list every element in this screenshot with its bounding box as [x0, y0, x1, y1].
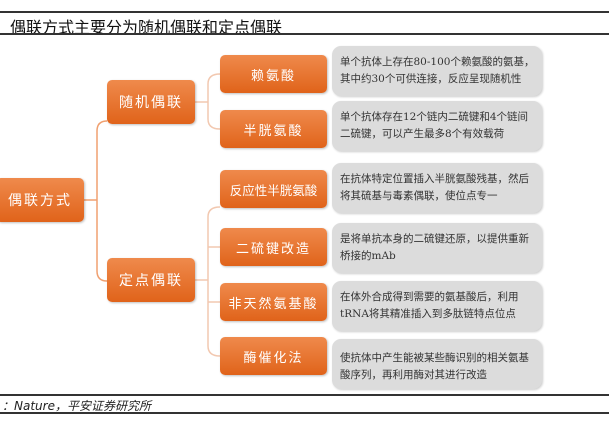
root-node: 偶联方式: [0, 178, 84, 222]
node-enzymatic: 酶催化法: [220, 337, 327, 375]
node-reactive-cysteine: 反应性半胱氨酸: [220, 170, 327, 208]
desc-lysine: 单个抗体上存在80-100个赖氨酸的氨基，其中约30个可供连接，反应呈现随机性: [332, 46, 542, 96]
source-bottom-rule: [0, 412, 609, 414]
desc-unnatural-aa: 在体外合成得到需要的氨基酸后，利用tRNA将其精准插入到多肽链特点位点: [332, 281, 542, 331]
node-random-coupling: 随机偶联: [107, 80, 195, 124]
node-lysine: 赖氨酸: [220, 55, 327, 93]
connector-site: [195, 206, 221, 357]
desc-enzymatic: 使抗体中产生能被某些酶识别的相关氨基酸序列，再利用酶对其进行改造: [332, 339, 542, 389]
node-site-specific-coupling: 定点偶联: [107, 258, 195, 302]
page-title: 偶联方式主要分为随机偶联和定点偶联: [10, 18, 283, 37]
node-disulfide: 二硫键改造: [220, 228, 327, 266]
connector-level1: [96, 120, 108, 282]
desc-reactive-cysteine: 在抗体特定位置插入半胱氨酸残基，然后将其硫基与毒素偶联，使位点专一: [332, 163, 542, 213]
desc-cysteine: 单个抗体存在12个链内二硫键和4个链间二硫键，可以产生最多8个有效载荷: [332, 101, 542, 151]
title-rule: [0, 33, 609, 35]
source-top-rule: [0, 394, 609, 396]
node-unnatural-aa: 非天然氨基酸: [220, 283, 327, 321]
source-note: ：Nature，平安证券研究所: [2, 399, 151, 413]
top-rule: [0, 11, 609, 13]
node-cysteine: 半胱氨酸: [220, 110, 327, 148]
connector-random: [195, 73, 221, 130]
desc-disulfide: 是将单抗本身的二硫键还原，以提供重新桥接的mAb: [332, 223, 542, 273]
